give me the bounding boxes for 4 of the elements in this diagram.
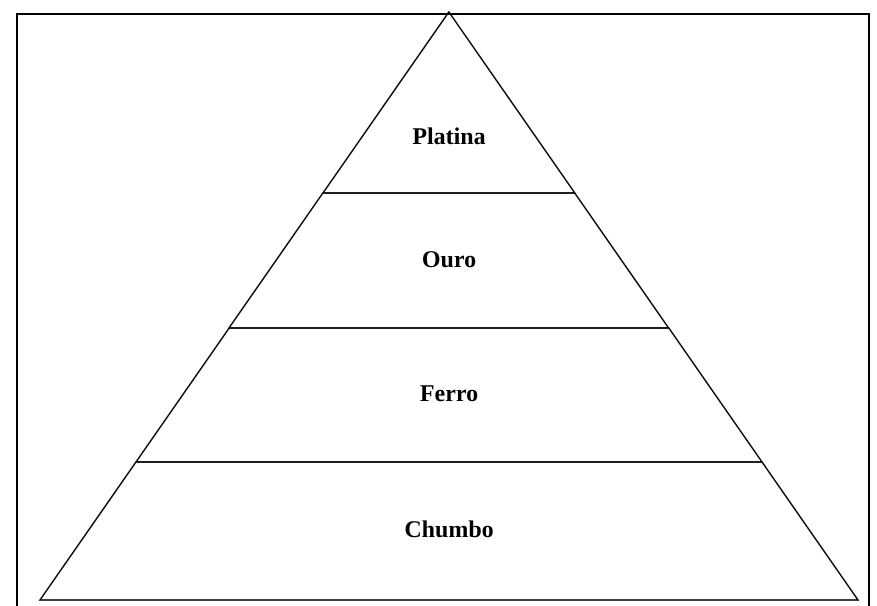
tier-label: Platina	[412, 124, 486, 150]
tier-label: Ouro	[422, 246, 476, 274]
tier-label: Ferro	[420, 381, 478, 408]
tier-label: Chumbo	[404, 517, 494, 544]
